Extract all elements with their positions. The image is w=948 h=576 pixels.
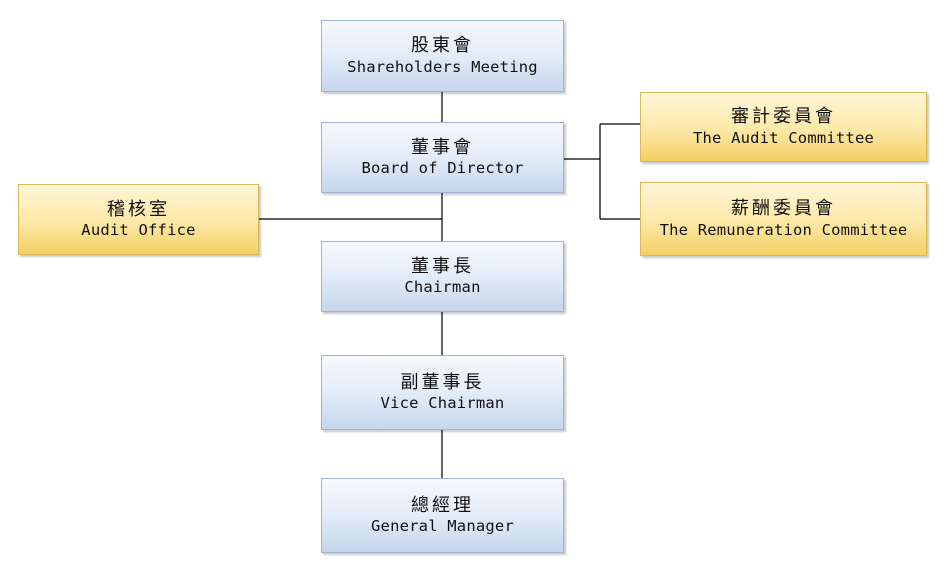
node-label-en: General Manager (371, 517, 514, 536)
node-shareholders-meeting: 股東會 Shareholders Meeting (321, 20, 564, 92)
node-remuneration-committee: 薪酬委員會 The Remuneration Committee (640, 182, 927, 256)
node-label-en: Board of Director (361, 159, 524, 178)
node-label-zh: 總經理 (411, 494, 474, 516)
node-chairman: 董事長 Chairman (321, 241, 564, 312)
node-label-zh: 薪酬委員會 (731, 198, 836, 220)
node-label-zh: 稽核室 (107, 198, 170, 220)
node-label-zh: 副董事長 (400, 371, 485, 393)
node-audit-committee: 審計委員會 The Audit Committee (640, 92, 927, 162)
node-general-manager: 總經理 General Manager (321, 478, 564, 553)
node-audit-office: 稽核室 Audit Office (18, 184, 259, 255)
node-label-zh: 股東會 (411, 35, 474, 57)
node-label-en: The Remuneration Committee (659, 220, 908, 239)
node-label-en: Vice Chairman (380, 394, 505, 413)
node-label-en: Chairman (404, 278, 481, 297)
node-board-of-director: 董事會 Board of Director (321, 122, 564, 193)
node-label-zh: 董事長 (411, 255, 474, 277)
node-label-zh: 董事會 (411, 136, 474, 158)
node-label-zh: 審計委員會 (731, 106, 836, 128)
node-vice-chairman: 副董事長 Vice Chairman (321, 355, 564, 430)
node-label-en: Audit Office (81, 221, 196, 240)
node-label-en: The Audit Committee (692, 128, 875, 147)
node-label-en: Shareholders Meeting (347, 57, 538, 76)
